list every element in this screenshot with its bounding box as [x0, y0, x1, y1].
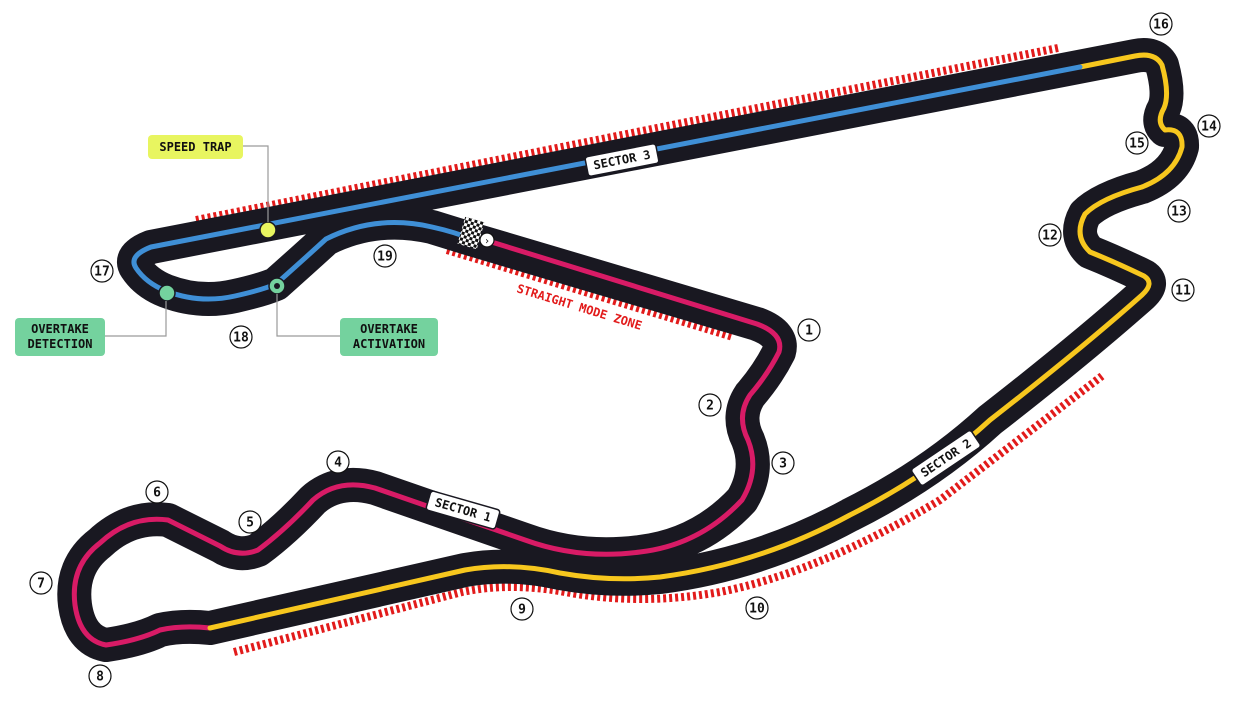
turn-3-circle [771, 451, 795, 475]
turn-7-badge: 7 [29, 571, 53, 595]
overtake-detection-leader [105, 301, 167, 337]
turn-1-circle [797, 318, 821, 342]
turn-19-circle [373, 244, 397, 268]
turn-2-number: 2 [706, 399, 714, 414]
turn-19-badge: 19 [373, 244, 397, 268]
overtake-detection-label-line1: OVERTAKE [31, 322, 89, 336]
turn-5-number: 5 [246, 516, 254, 531]
turn-2-circle [698, 393, 722, 417]
turn-12-circle [1038, 223, 1062, 247]
turn-5-circle [238, 510, 262, 534]
overtake-activation-label-line1: OVERTAKE [360, 322, 418, 336]
turn-17-circle [90, 259, 114, 283]
turn-9-circle [510, 597, 534, 621]
turn-2-badge: 2 [698, 393, 722, 417]
turn-4-circle [326, 450, 350, 474]
speed-trap-leader [243, 145, 269, 222]
turn-4-number: 4 [334, 456, 342, 471]
overtake-detection-callout: OVERTAKE DETECTION [15, 318, 105, 356]
turn-18-circle [229, 325, 253, 349]
turn-15-circle [1125, 131, 1149, 155]
turn-11-badge: 11 [1171, 278, 1195, 302]
turn-14-badge: 14 [1197, 114, 1221, 138]
turn-16-number: 16 [1153, 18, 1169, 33]
turn-10-badge: 10 [745, 596, 769, 620]
turn-14-number: 14 [1201, 120, 1217, 135]
turn-8-number: 8 [96, 670, 104, 685]
start-finish: › [457, 216, 495, 250]
turn-3-badge: 3 [771, 451, 795, 475]
turn-7-circle [29, 571, 53, 595]
overtake-detection-marker [158, 284, 176, 302]
speed-trap-marker [259, 221, 277, 239]
turn-18-number: 18 [233, 331, 249, 346]
leader-lines [105, 145, 340, 337]
overtake-activation-label-line2: ACTIVATION [352, 337, 426, 351]
sector1-line [71, 237, 783, 648]
arrow-right-glyph: › [484, 236, 490, 247]
turn-17-number: 17 [94, 265, 110, 280]
turn-9-number: 9 [518, 603, 526, 618]
turn-13-badge: 13 [1167, 199, 1191, 223]
turn-15-number: 15 [1129, 137, 1145, 152]
turn-6-badge: 6 [145, 480, 169, 504]
turn-6-circle [145, 480, 169, 504]
speed-trap-callout: SPEED TRAP [148, 135, 243, 159]
overtake-detection-label-line2: DETECTION [27, 337, 93, 351]
turn-16-circle [1149, 12, 1173, 36]
turn-1-badge: 1 [797, 318, 821, 342]
turn-1-number: 1 [805, 324, 813, 339]
turn-8-circle [88, 664, 112, 688]
turn-7-number: 7 [37, 577, 45, 592]
turn-19-number: 19 [377, 250, 393, 265]
overtake-activation-callout: OVERTAKE ACTIVATION [340, 318, 438, 356]
turn-11-number: 11 [1175, 284, 1191, 299]
turn-9-badge: 9 [510, 597, 534, 621]
sector-lines [71, 52, 1185, 648]
zone-back-straight [195, 44, 1059, 224]
sector2-line [207, 52, 1185, 631]
turn-14-circle [1197, 114, 1221, 138]
overtake-activation-marker-center [274, 283, 280, 289]
turn-13-number: 13 [1171, 205, 1187, 220]
speed-trap-label: SPEED TRAP [159, 139, 232, 154]
turn-18-badge: 18 [229, 325, 253, 349]
turn-10-number: 10 [749, 602, 765, 617]
checkered-flag-icon [457, 216, 485, 250]
direction-arrow-icon [479, 232, 495, 248]
turn-13-circle [1167, 199, 1191, 223]
turn-11-circle [1171, 278, 1195, 302]
turn-12-number: 12 [1042, 229, 1058, 244]
turn-12-badge: 12 [1038, 223, 1062, 247]
sector3-line [131, 64, 1083, 302]
turn-16-badge: 16 [1149, 12, 1173, 36]
turn-8-badge: 8 [88, 664, 112, 688]
turn-3-number: 3 [779, 457, 787, 472]
turn-15-badge: 15 [1125, 131, 1149, 155]
turn-4-badge: 4 [326, 450, 350, 474]
turn-5-badge: 5 [238, 510, 262, 534]
turn-6-number: 6 [153, 486, 161, 501]
overtake-activation-leader [276, 294, 340, 337]
turn-17-badge: 17 [90, 259, 114, 283]
straight-mode-zones [195, 44, 1105, 656]
zone-lower-straight [232, 372, 1105, 656]
turn-10-circle [745, 596, 769, 620]
zone-main-straight [445, 246, 735, 341]
